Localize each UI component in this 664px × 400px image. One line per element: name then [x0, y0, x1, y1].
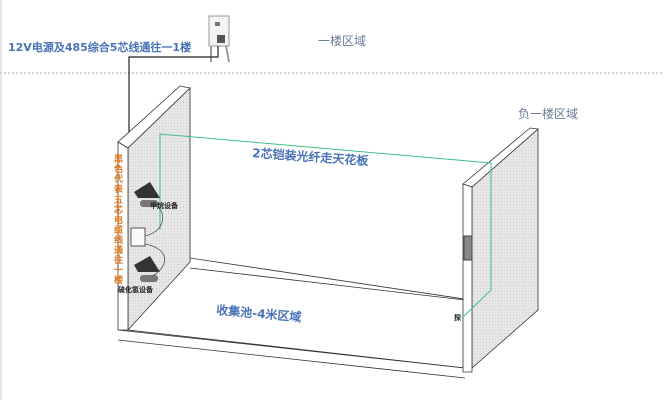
basement-label: 负一楼区域 — [518, 106, 578, 121]
fiber-label: 2芯铠装光纤走天花板 — [252, 145, 370, 168]
h2s-label: 硫化氢设备 — [118, 285, 154, 294]
note-char: 线 — [114, 234, 123, 246]
h2s-sensor — [134, 256, 160, 282]
note-char: 黑 — [114, 154, 123, 165]
note-char: 楼 — [114, 274, 123, 286]
note-char: 五 — [114, 195, 123, 206]
black-cable-note: 黑 色 代 表 五 芯 电 缆 线 通 往 一 楼 — [113, 154, 124, 286]
note-char: 色 — [114, 163, 123, 175]
methane-label: 甲烷设备 — [150, 201, 179, 210]
control-cabinet — [208, 15, 230, 63]
first-floor-label: 一楼区域 — [318, 33, 366, 48]
note-char: 电 — [114, 214, 123, 226]
probe-label: 探 — [454, 313, 462, 322]
note-char: 芯 — [114, 204, 123, 216]
black-5core-cable — [128, 46, 219, 150]
fiber-cable — [159, 133, 492, 319]
note-char: 通 — [114, 244, 123, 256]
note-char: 表 — [113, 183, 124, 195]
right-wall — [462, 127, 539, 373]
pool-label: 收集池-4米区域 — [216, 302, 302, 324]
note-char: 缆 — [114, 224, 123, 236]
junction-box — [130, 227, 146, 247]
note-char: 一 — [114, 266, 123, 276]
fiber-junction-box — [463, 235, 473, 261]
power-cable-label: 12V电源及485综合5芯线通往一1楼 — [8, 40, 191, 54]
note-char: 代 — [113, 173, 123, 185]
note-char: 往 — [114, 254, 123, 266]
